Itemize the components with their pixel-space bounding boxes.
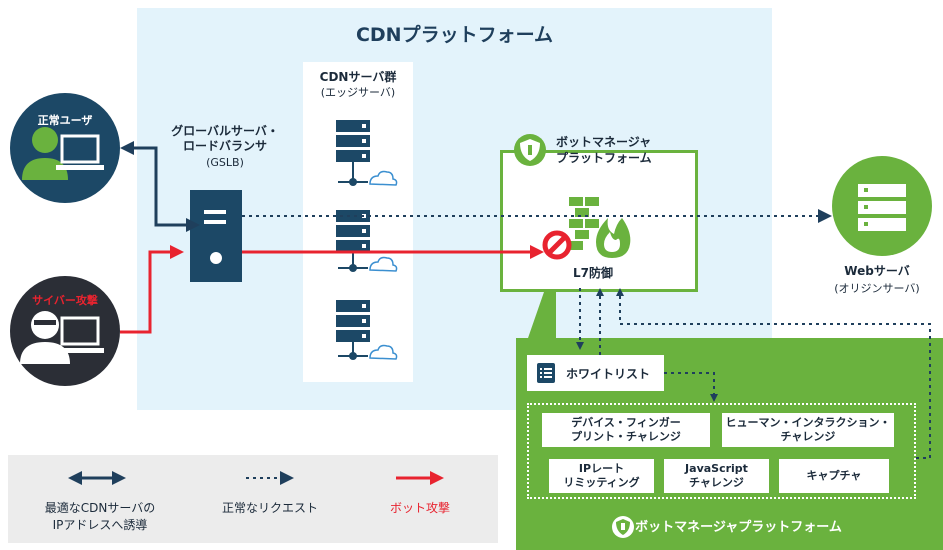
panel-footer-title: ボットマネージャプラットフォーム [516, 516, 943, 535]
gslb-title: グローバルサーバ・ ロードバランサ [150, 124, 300, 154]
list-icon [537, 363, 555, 383]
arrow-whitelist-to-challenges [664, 372, 718, 402]
chip-ip-rate-limiting: IPレート リミッティング [549, 459, 654, 493]
arrow-attacker-to-gslb [120, 245, 184, 334]
web-server-sublabel: (オリジンサーバ) [834, 282, 920, 295]
legend-item-normal-request: 正常なリクエスト [221, 501, 318, 515]
chip-human-interaction: ヒューマン・インタラクション・ チャレンジ [722, 413, 894, 447]
arrow-challenges-to-bm [616, 288, 931, 459]
gslb-abbr: (GSLB) [206, 156, 244, 169]
bot-manager-title-line1: ボットマネージャ [556, 135, 652, 149]
firewall-icon [569, 197, 631, 258]
user-icon [22, 127, 104, 180]
shield-icon [514, 134, 546, 166]
web-server-icon [858, 184, 906, 231]
gslb-server-icon [190, 190, 242, 282]
chip-captcha: キャプチャ [779, 459, 889, 493]
cyber-attack-node [10, 276, 120, 386]
block-icon [542, 230, 572, 260]
footer-shield-icon [612, 516, 634, 538]
attacker-icon [20, 311, 104, 364]
legend-redirect-line2: IPアドレスへ誘導 [52, 518, 148, 532]
l7-defense-label: L7防御 [573, 266, 613, 280]
bot-manager-title-line2: プラットフォーム [556, 151, 652, 165]
cdn-servers-subtitle: (エッジサーバ) [320, 86, 396, 99]
gslb-title-line1: グローバルサーバ・ [171, 124, 279, 138]
normal-user-label: 正常ユーザ [37, 114, 93, 127]
arrow-gslb-to-user [120, 141, 200, 232]
edge-server-stack-3 [336, 300, 398, 360]
panel-footer-label: ボットマネージャプラットフォーム [635, 520, 842, 535]
cdn-platform-title: CDNプラットフォーム [355, 24, 554, 46]
legend-item-bot-attack: ボット攻撃 [389, 501, 450, 515]
chip-device-fingerprint: デバイス・フィンガー プリント・チャレンジ [542, 413, 710, 447]
gslb-title-line2: ロードバランサ [182, 139, 267, 153]
web-server-label: Webサーバ [844, 264, 910, 278]
challenge-group [527, 403, 916, 499]
legend-item-redirect: 最適なCDNサーバの IPアドレスへ誘導 [20, 500, 180, 534]
cdn-servers-title: CDNサーバ群 [319, 70, 397, 84]
edge-server-stack-1 [336, 120, 398, 186]
edge-server-stack-2 [336, 210, 398, 272]
whitelist-label: ホワイトリスト [566, 367, 651, 381]
chip-javascript-challenge: JavaScript チャレンジ [664, 459, 769, 493]
cyber-attack-label: サイバー攻撃 [32, 294, 98, 307]
legend-redirect-line1: 最適なCDNサーバの [44, 501, 156, 515]
bot-manager-title: ボットマネージャ プラットフォーム [556, 134, 706, 166]
normal-user-node [10, 93, 120, 203]
botmanager-panel-connector [528, 292, 556, 338]
legend [8, 455, 498, 543]
